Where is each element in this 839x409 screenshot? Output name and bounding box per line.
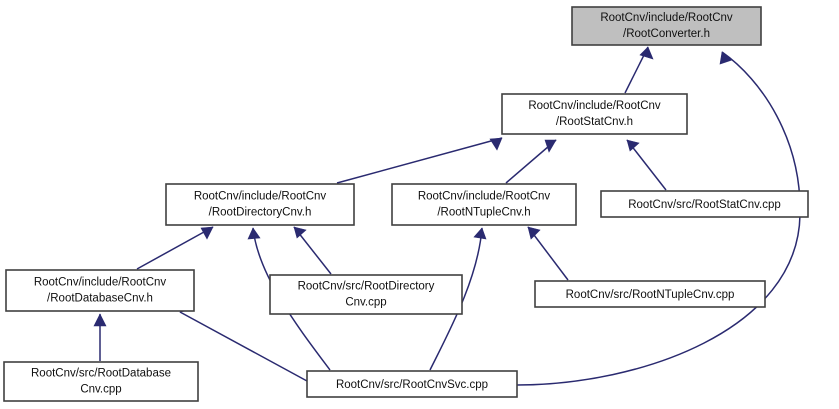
graph-edge-rootdatabasecnv_cpp-to-rootdatabasecnv_h <box>93 313 107 361</box>
node-label-line2: Cnv.cpp <box>80 384 121 396</box>
node-label-line1: RootCnv/src/RootNTupleCnv.cpp <box>566 289 735 301</box>
node-label-line2: /RootConverter.h <box>623 28 710 40</box>
arrowhead-icon <box>489 137 503 151</box>
graph-node-rootcnvsvc_cpp[interactable]: RootCnv/src/RootCnvSvc.cpp <box>306 370 518 398</box>
node-label-line2: /RootStatCnv.h <box>556 116 633 128</box>
node-box[interactable] <box>165 183 355 226</box>
graph-node-rootntuplecnv_cpp[interactable]: RootCnv/src/RootNTupleCnv.cpp <box>534 280 766 308</box>
graph-edge-rootdatabasecnv_h-to-rootdirectorycnv_h <box>136 226 214 270</box>
graph-edge-rootntuplecnv_h-to-rootstatcnv_h <box>505 139 557 184</box>
node-box[interactable] <box>571 6 762 46</box>
edge-line <box>516 51 801 386</box>
graph-nodes-layer: RootCnv/include/RootCnv/RootConverter.hR… <box>3 6 809 402</box>
arrowhead-icon <box>626 139 640 152</box>
node-label-line1: RootCnv/src/RootCnvSvc.cpp <box>336 379 488 391</box>
node-label-line1: RootCnv/include/RootCnv <box>528 100 661 112</box>
graph-node-rootstatcnv_cpp[interactable]: RootCnv/src/RootStatCnv.cpp <box>600 190 809 218</box>
node-label-line1: RootCnv/include/RootCnv <box>600 12 733 24</box>
graph-edge-rootdirectorycnv_cpp-to-rootdirectorycnv_h <box>293 226 332 275</box>
node-box[interactable] <box>306 370 518 398</box>
arrowhead-icon <box>247 227 261 240</box>
edge-line <box>626 139 667 191</box>
node-box[interactable] <box>391 183 577 226</box>
edge-line <box>179 311 308 382</box>
node-box[interactable] <box>534 280 766 308</box>
node-box[interactable] <box>501 93 688 135</box>
arrowhead-icon <box>544 139 557 153</box>
graph-edge-rootstatcnv_h-to-rootconverter_h <box>624 46 654 94</box>
graph-node-rootstatcnv_h[interactable]: RootCnv/include/RootCnv/RootStatCnv.h <box>501 93 688 135</box>
node-label-line2: /RootDirectoryCnv.h <box>209 207 312 219</box>
arrowhead-icon <box>527 226 541 240</box>
node-label-line2: /RootNTupleCnv.h <box>437 207 530 219</box>
arrowhead-icon <box>719 51 733 65</box>
arrowhead-icon <box>93 313 107 327</box>
edge-line <box>336 137 503 184</box>
node-box[interactable] <box>5 269 195 312</box>
edge-line <box>527 226 569 281</box>
graph-edge-rootdirectorycnv_h-to-rootstatcnv_h <box>336 137 503 184</box>
node-box[interactable] <box>600 190 809 218</box>
node-label-line1: RootCnv/src/RootDatabase <box>31 368 171 380</box>
graph-edge-rootcnvsvc_cpp-to-rootconverter_h <box>516 51 801 386</box>
node-label-line2: /RootDatabaseCnv.h <box>47 293 153 305</box>
graph-node-rootdirectorycnv_h[interactable]: RootCnv/include/RootCnv/RootDirectoryCnv… <box>165 183 355 226</box>
arrowhead-icon <box>200 226 214 240</box>
graph-node-rootdatabasecnv_cpp[interactable]: RootCnv/src/RootDatabaseCnv.cpp <box>3 361 199 402</box>
node-label-line1: RootCnv/include/RootCnv <box>418 191 551 203</box>
node-label-line1: RootCnv/src/RootStatCnv.cpp <box>628 199 781 211</box>
graph-edge-rootntuplecnv_cpp-to-rootntuplecnv_h <box>527 226 569 281</box>
arrowhead-icon <box>293 226 307 239</box>
graph-node-rootconverter_h[interactable]: RootCnv/include/RootCnv/RootConverter.h <box>571 6 762 46</box>
edge-line <box>136 226 214 270</box>
node-label-line1: RootCnv/include/RootCnv <box>194 191 327 203</box>
node-box[interactable] <box>3 361 199 402</box>
graph-node-rootdirectorycnv_cpp[interactable]: RootCnv/src/RootDirectoryCnv.cpp <box>269 274 463 315</box>
graph-edges-layer <box>93 46 801 386</box>
node-box[interactable] <box>269 274 463 315</box>
graph-node-rootdatabasecnv_h[interactable]: RootCnv/include/RootCnv/RootDatabaseCnv.… <box>5 269 195 312</box>
arrowhead-icon <box>639 46 654 60</box>
node-label-line2: Cnv.cpp <box>345 297 386 309</box>
graph-edge-rootstatcnv_cpp-to-rootstatcnv_h <box>626 139 667 191</box>
arrowhead-icon <box>473 227 487 240</box>
node-label-line1: RootCnv/include/RootCnv <box>34 277 167 289</box>
node-label-line1: RootCnv/src/RootDirectory <box>298 281 435 293</box>
graph-node-rootntuplecnv_h[interactable]: RootCnv/include/RootCnv/RootNTupleCnv.h <box>391 183 577 226</box>
